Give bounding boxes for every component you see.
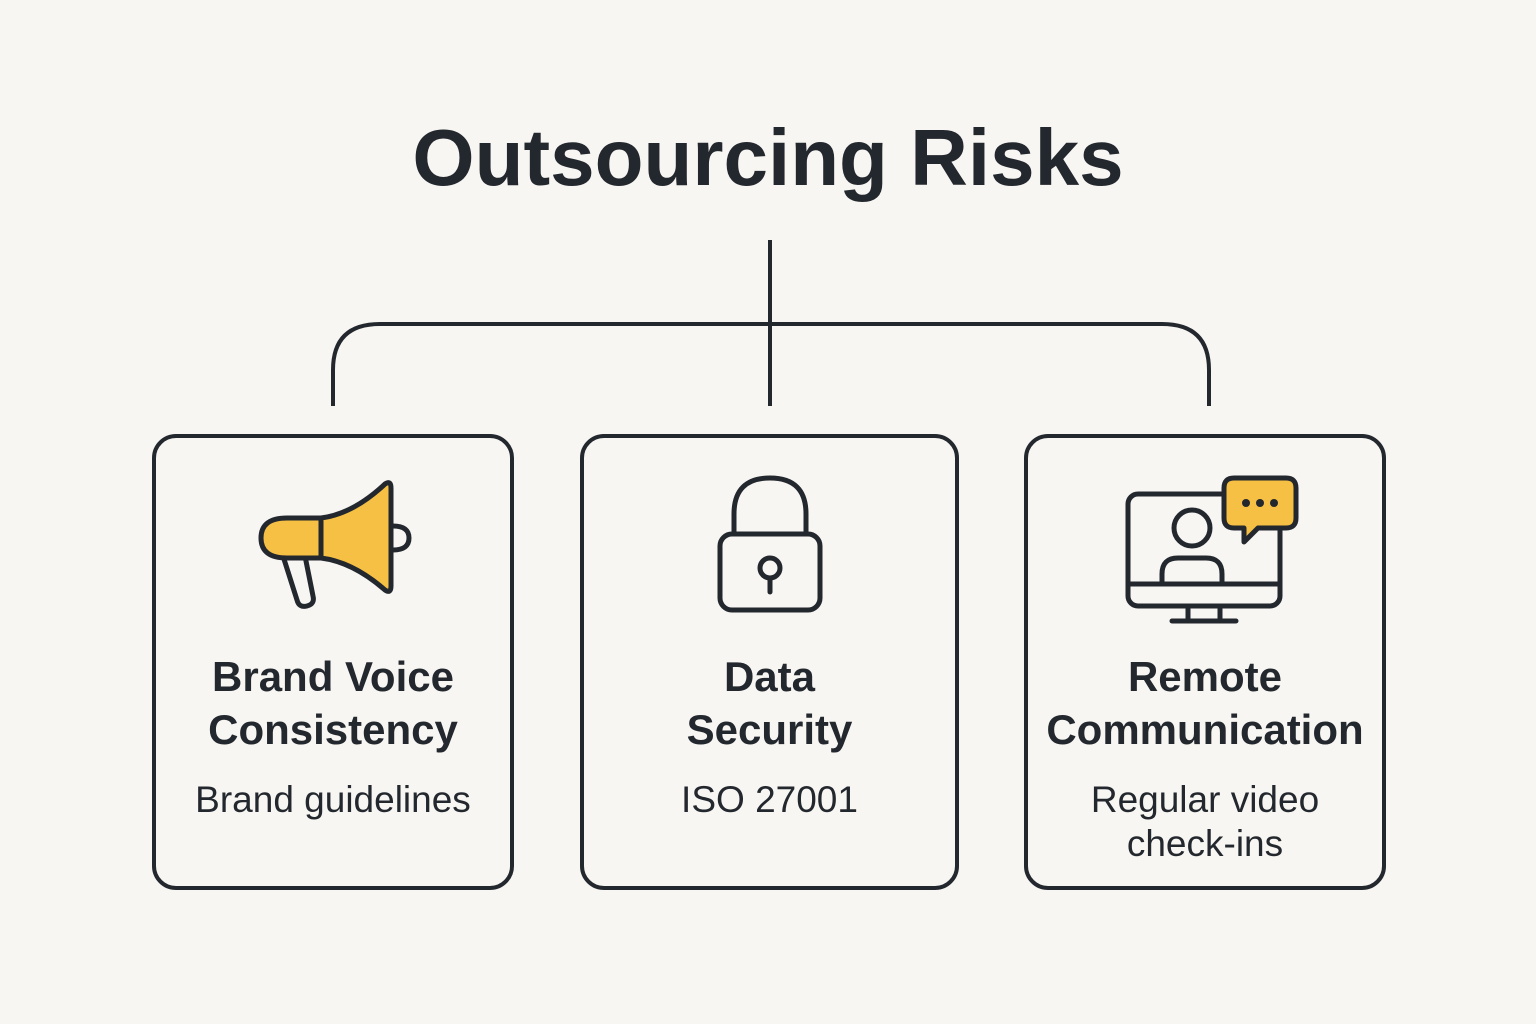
connector-branch (331, 322, 1211, 406)
risk-card-remote-communication: Remote Communication Regular video check… (1024, 434, 1386, 890)
card-description: Brand guidelines (195, 779, 471, 820)
card-title: Data Security (686, 653, 853, 753)
card-description: ISO 27001 (681, 779, 858, 820)
card-title: Remote Communication (1046, 653, 1364, 753)
video-call-icon (1122, 472, 1302, 632)
card-description: Regular video check-ins (1090, 779, 1320, 864)
megaphone-icon (253, 472, 413, 617)
card-title: Brand Voice Consistency (208, 653, 458, 753)
lock-icon (710, 472, 830, 622)
risk-card-brand-voice: Brand Voice Consistency Brand guidelines (152, 434, 514, 890)
diagram-title: Outsourcing Risks (412, 113, 1124, 202)
risk-card-data-security: Data Security ISO 27001 (580, 434, 959, 890)
